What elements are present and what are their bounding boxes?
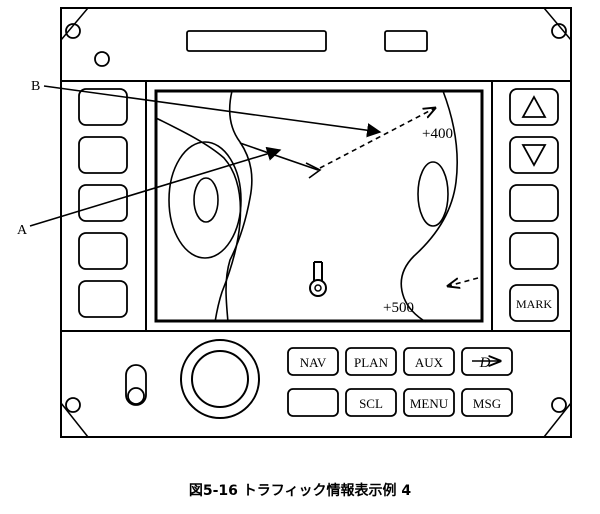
slot-long [186,30,327,52]
bezel-top [60,7,572,82]
left-softkey-4[interactable] [78,232,128,270]
device-frame [60,7,572,438]
mark-button[interactable] [509,284,559,322]
plan-button-label: PLAN [354,355,389,370]
screw-bottom-left [65,397,81,413]
menu-button-label: MENU [410,396,449,411]
terrain-contour-arc [155,117,242,323]
toggle-switch[interactable] [125,364,147,406]
msg-button[interactable] [461,388,513,417]
corner-bottom-right [543,402,572,438]
callout-b-label: B [31,79,40,94]
left-softkeys [78,88,128,318]
screen-bezel [145,80,493,332]
scl-button-label: SCL [359,396,383,411]
terrain-contour-outer-left [168,141,242,259]
callout-b: B [31,79,382,138]
rotary-knob-inner[interactable] [191,350,249,408]
blank-button[interactable] [287,388,339,417]
mark-button-label: MARK [516,297,552,311]
nav-button-label: NAV [300,355,327,370]
scl-button[interactable] [345,388,397,417]
terrain-contour-right [417,161,449,227]
slot-short [384,30,428,52]
plan-button[interactable] [345,347,397,376]
right-softkeys: MARK [509,88,559,322]
left-softkey-5[interactable] [78,280,128,318]
terrain-contour-wave [225,90,253,323]
up-triangle-icon [521,95,547,118]
traffic-altitude-500: +500 [383,300,414,316]
corner-bottom-left [60,402,89,438]
traffic-vector-1 [319,108,435,169]
svg-text:D: D [479,355,491,371]
right-softkey-4[interactable] [509,232,559,270]
terrain-contour-inner-left [193,177,219,223]
toggle-switch-knob [127,387,145,405]
callout-a: A [17,146,282,238]
direct-to-icon: D [472,355,500,371]
bottom-controls: NAV PLAN AUX D SCL MENU MSG [125,339,513,419]
callout-a-label: A [17,223,28,238]
down-triangle-icon [521,144,547,167]
screw-top-right [551,23,567,39]
aux-button-label: AUX [415,355,444,370]
down-button[interactable] [509,136,559,174]
traffic-altitude-400: +400 [422,126,453,142]
callout-b-leader [43,85,382,138]
left-softkey-2[interactable] [78,136,128,174]
own-aircraft-dot [314,284,322,292]
map-contents: +400 +500 [155,90,479,323]
own-aircraft-icon [309,279,327,297]
screw-top-left [65,23,81,39]
left-softkey-1[interactable] [78,88,128,126]
indicator-top-left [94,51,110,67]
terrain-contour-right-arc [400,90,459,323]
screw-bottom-right [551,397,567,413]
callout-a-leader [29,146,282,227]
aux-button[interactable] [403,347,455,376]
up-button[interactable] [509,88,559,126]
right-softkey-3[interactable] [509,184,559,222]
menu-button[interactable] [403,388,455,417]
msg-button-label: MSG [473,396,501,411]
traffic-chevron-1 [305,162,322,179]
figure-caption: 図5-16 トラフィック情報表示例 4 [188,483,412,499]
nav-button[interactable] [287,347,339,376]
